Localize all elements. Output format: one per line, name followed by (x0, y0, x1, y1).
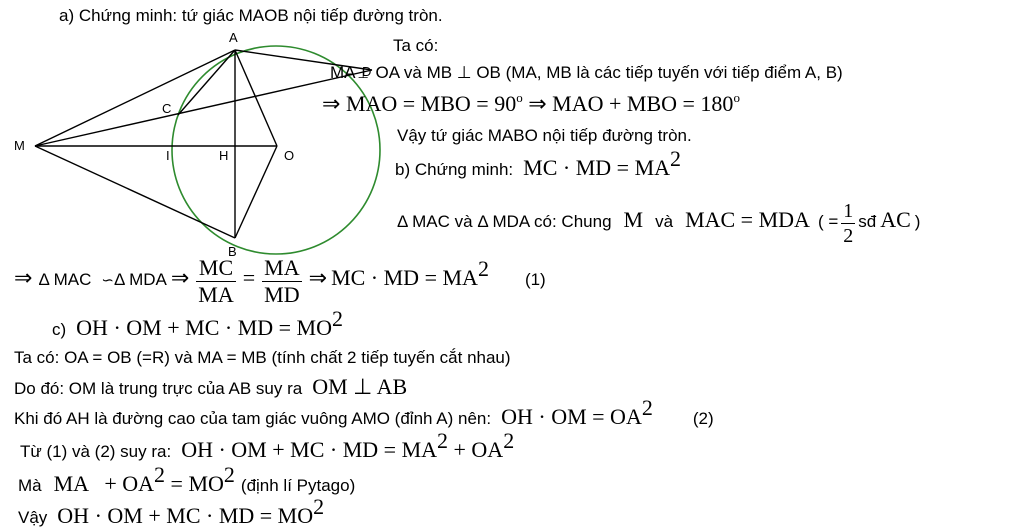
angle-eq-2: MAO + MBO = 180 (552, 91, 734, 116)
line3-text: Khi đó AH là đường cao của tam giác vuôn… (14, 409, 492, 428)
segment-ma (34, 49, 236, 147)
heading-b-text: b) Chứng minh: (395, 160, 514, 179)
line6-prefix: Vậy (18, 508, 48, 527)
line5-sq2: 2 (223, 462, 235, 487)
triangle-compare-line: Δ MAC và Δ MDA có: Chung M và MAC = MDA … (397, 194, 921, 248)
perpendicular-line: MA⊥ OA và MB ⊥ OB (MA, MB là các tiếp tu… (330, 61, 843, 86)
half-den: 2 (843, 224, 854, 247)
arc-ac: AC (880, 207, 911, 232)
arrow-sim: ⇒ (14, 265, 33, 290)
degree-1: o (516, 90, 523, 105)
line4-text: Từ (1) và (2) suy ra: (20, 442, 172, 461)
f1-den: MA (198, 281, 234, 307)
label-c: C (162, 101, 171, 116)
result-sq: 2 (477, 256, 489, 281)
heading-c-prefix: c) (52, 320, 67, 339)
paren-close: ) (914, 212, 921, 231)
conclusion-part-a: Vậy tứ giác MABO nội tiếp đường tròn. (397, 126, 692, 145)
part-c-line-4: Từ (1) và (2) suy ra: OH · OM + MC · MD … (20, 430, 514, 465)
circle-o (171, 45, 381, 255)
geometry-figure: A B C M I H O D (14, 30, 381, 259)
f2-den: MD (264, 281, 300, 307)
part-c-line-1: Ta có: OA = OB (=R) và MA = MB (tính chấ… (14, 348, 511, 367)
label-h: H (219, 148, 228, 163)
heading-part-c: c) OH · OM + MC · MD = MO2 (52, 308, 343, 343)
f1-num: MC (196, 255, 236, 282)
tag-1: (1) (524, 270, 546, 289)
part-c-line-2: Do đó: OM là trung trực của AB suy ra OM… (14, 375, 407, 402)
result-formula: MC · MD = MA (331, 265, 478, 290)
line2-formula: OM ⊥ AB (312, 374, 408, 399)
line3-sq: 2 (641, 395, 653, 420)
label-a: A (229, 30, 238, 45)
ta-co-label: Ta có: (393, 36, 439, 55)
label-b: B (228, 244, 237, 259)
tag-2: (2) (692, 409, 714, 428)
line5-eq: = MO (165, 471, 224, 496)
angle-eq-1: MAO = MBO = 90 (345, 91, 517, 116)
paren-open: ( = (817, 212, 839, 231)
label-i: I (166, 148, 170, 163)
line5-prefix: Mà (18, 476, 42, 495)
part-c-line-5: Mà MA + OA2 = MO2 (định lí Pytago) (18, 464, 356, 499)
segment-mb (34, 145, 236, 239)
heading-c-sq: 2 (332, 306, 343, 331)
sim-left: Δ MAC (38, 270, 92, 289)
heading-part-b: b) Chứng minh: MC · MD = MA2 (395, 148, 681, 183)
line4-formula: OH · OM + MC · MD = MA (181, 437, 438, 462)
part-c-line-3: Khi đó AH là đường cao của tam giác vuôn… (14, 397, 714, 432)
perp-symbol-icon: ⊥ (357, 66, 369, 81)
line3-formula: OH · OM = OA (501, 404, 642, 429)
equals-sign: = (242, 265, 256, 290)
part-c-line-6: Vậy OH · OM + MC · MD = MO2 (18, 496, 324, 531)
arrow-1: ⇒ (322, 91, 341, 116)
half-num: 1 (841, 199, 856, 224)
label-d: D (362, 64, 371, 79)
va-text: và (655, 212, 674, 231)
sd-text: sđ (858, 212, 877, 231)
perp-prefix: MA (330, 63, 356, 82)
degree-2: o (733, 90, 740, 105)
segment-bo (234, 145, 278, 239)
segment-ad (234, 49, 373, 71)
segment-ac (177, 49, 236, 116)
line2-text: Do đó: OM là trung trực của AB suy ra (14, 379, 303, 398)
line4-sq1: 2 (437, 428, 449, 453)
line6-sq: 2 (313, 494, 325, 519)
segment-md (34, 69, 373, 147)
segment-ao (234, 49, 278, 147)
arrow-b: ⇒ (170, 265, 190, 290)
sim-right: Δ MDA (113, 270, 167, 289)
heading-part-a: a) Chứng minh: tứ giác MAOB nội tiếp đườ… (59, 6, 443, 25)
angle-equality: MAC = MDA (685, 207, 810, 232)
line4-sq2: 2 (503, 428, 515, 453)
heading-c-formula: OH · OM + MC · MD = MO (76, 315, 332, 340)
line5-note: (định lí Pytago) (240, 476, 356, 495)
line4-plus: + OA (448, 437, 504, 462)
heading-b-sq: 2 (670, 146, 682, 171)
line5-formula: MA + OA (53, 471, 155, 496)
triangle-text: Δ MAC và Δ MDA có: Chung (397, 212, 612, 231)
similar-symbol-icon: ∽ (101, 271, 114, 289)
line6-formula: OH · OM + MC · MD = MO (57, 503, 314, 528)
f2-num: MA (262, 254, 302, 282)
perp-rest: OA và MB ⊥ OB (MA, MB là các tiếp tuyến … (370, 63, 843, 82)
label-m: M (14, 138, 25, 153)
label-o: O (284, 148, 294, 163)
common-m: M (623, 207, 644, 232)
arrow-2: ⇒ (528, 91, 547, 116)
line5-sq1: 2 (154, 462, 166, 487)
heading-b-formula: MC · MD = MA (523, 155, 671, 180)
arrow-c: ⇒ (308, 265, 328, 290)
angle-equation-line: ⇒ MAO = MBO = 90o ⇒ MAO + MBO = 180o (322, 90, 740, 116)
